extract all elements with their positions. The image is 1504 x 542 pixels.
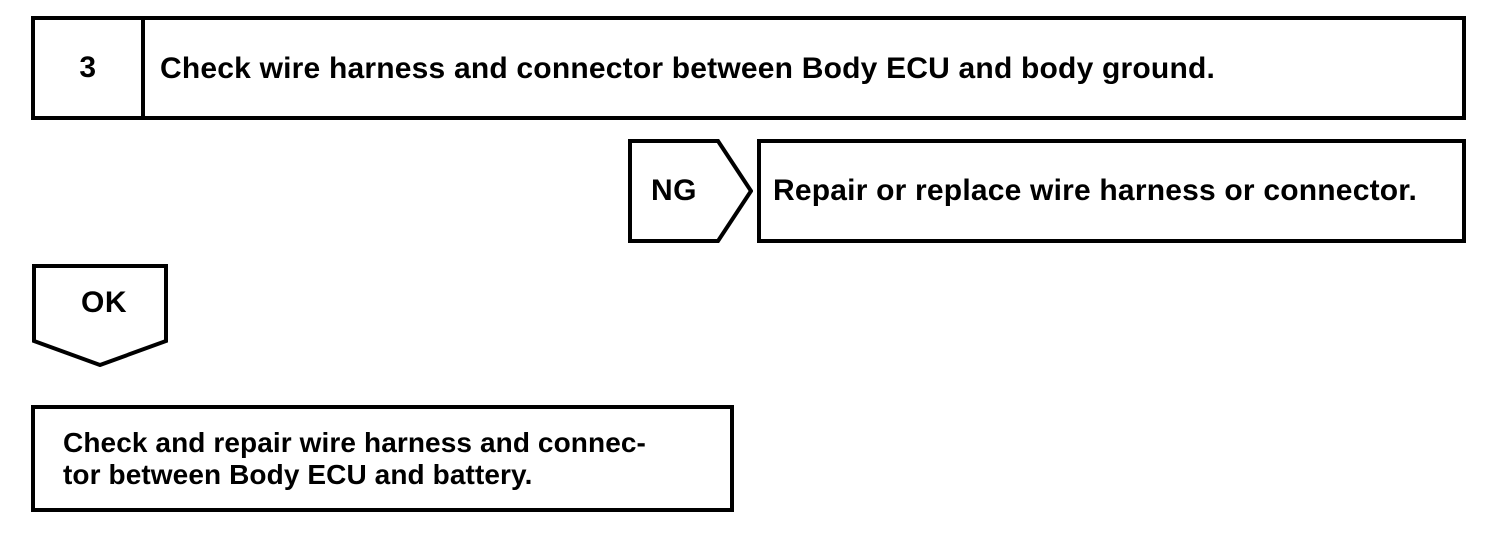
step-description-cell: Check wire harness and connector between…: [145, 20, 1462, 116]
ng-branch-tag: NG: [628, 139, 753, 243]
ng-pentagon-shape: [628, 139, 753, 243]
ok-action-text-line-1: Check and repair wire harness and connec…: [63, 426, 646, 458]
ok-branch-tag: OK: [32, 264, 168, 367]
step-number-cell: 3: [35, 20, 145, 116]
step-number: 3: [79, 51, 97, 84]
ng-branch-label: NG: [651, 174, 697, 207]
ok-branch-label: OK: [81, 285, 127, 319]
ng-action-box: Repair or replace wire harness or connec…: [757, 139, 1466, 243]
ok-action-text-line-2: tor between Body ECU and battery.: [63, 458, 533, 490]
step-description: Check wire harness and connector between…: [160, 51, 1216, 85]
ok-action-box: Check and repair wire harness and connec…: [31, 405, 734, 512]
ok-pentagon-shape: [32, 264, 168, 367]
ng-action-text: Repair or replace wire harness or connec…: [773, 174, 1418, 207]
step-row: 3 Check wire harness and connector betwe…: [31, 16, 1466, 120]
